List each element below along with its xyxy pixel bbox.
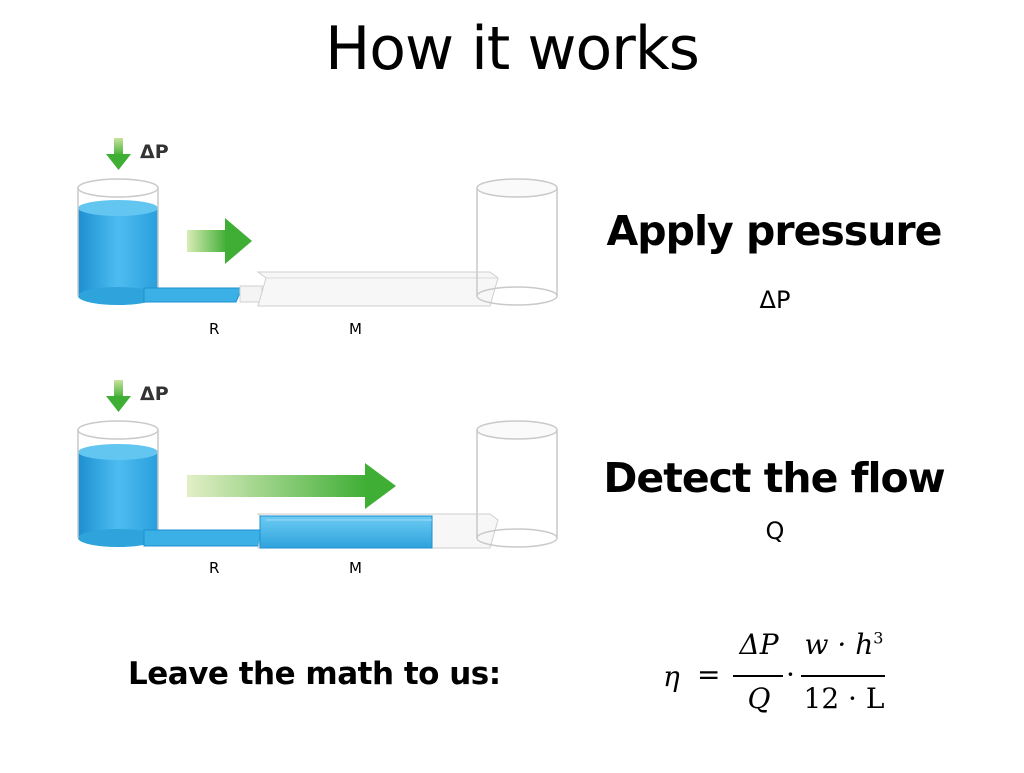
apply-pressure-diagram [77, 138, 558, 307]
tube-m [256, 513, 499, 549]
target-reservoir [476, 178, 558, 306]
formula-equals: = [697, 658, 721, 691]
label-r: R [209, 320, 220, 338]
flow-arrow-long-icon [187, 463, 396, 509]
formula-dot: · [786, 658, 795, 691]
tube-r [143, 529, 265, 547]
formula-eta: η [663, 660, 680, 693]
tube-m [256, 271, 499, 307]
viscosity-formula: η = ΔP Q · w · h3 12 · L [655, 628, 895, 728]
flow-arrow-short-icon [187, 218, 252, 264]
step-symbol-q: Q [765, 517, 785, 545]
pressure-down-arrow-icon [106, 138, 131, 170]
step-heading-apply-pressure: Apply pressure [606, 207, 943, 255]
frac1-numerator: ΔP [739, 628, 779, 661]
source-reservoir [77, 420, 159, 547]
frac2-line [801, 675, 885, 677]
target-reservoir [476, 420, 558, 548]
math-intro: Leave the math to us: [128, 656, 501, 692]
step-symbol-delta-p: ΔP [759, 286, 791, 314]
frac1-denominator: Q [747, 682, 771, 715]
tube-r [143, 285, 263, 303]
frac1-line [733, 675, 783, 677]
page-title: How it works [325, 14, 700, 84]
pressure-down-arrow-icon [106, 380, 131, 412]
step-heading-detect-flow: Detect the flow [603, 454, 945, 502]
pressure-label: ΔP [140, 141, 169, 163]
source-reservoir [77, 178, 159, 305]
label-r: R [209, 559, 220, 577]
pressure-label: ΔP [140, 383, 169, 405]
detect-flow-diagram [77, 380, 558, 549]
frac2-exponent: 3 [873, 628, 884, 648]
label-m: M [349, 559, 362, 577]
frac2-denominator: 12 · L [803, 682, 885, 715]
frac2-numerator: w · h [804, 628, 874, 661]
label-m: M [349, 320, 362, 338]
